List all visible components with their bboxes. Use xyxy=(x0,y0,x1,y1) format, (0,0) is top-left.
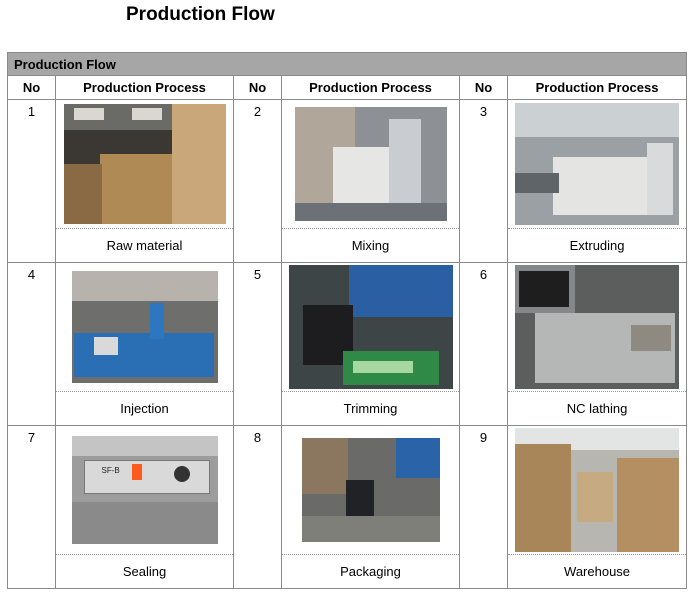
step-number: 3 xyxy=(459,99,508,263)
step-photo-cell xyxy=(281,99,460,229)
step-photo-cell xyxy=(55,99,234,229)
raw-material-photo xyxy=(63,104,226,224)
table-row: Raw material Mixing Extruding xyxy=(8,228,688,263)
process-header: Production Process xyxy=(55,75,234,100)
step-label: Trimming xyxy=(281,391,460,426)
trimming-photo xyxy=(288,265,453,389)
step-number: 5 xyxy=(233,262,282,426)
step-number: 8 xyxy=(233,425,282,589)
table-row: Injection Trimming NC lathing xyxy=(8,391,688,426)
no-header: No xyxy=(7,75,56,100)
process-header: Production Process xyxy=(281,75,460,100)
step-photo-cell xyxy=(281,425,460,555)
sealer-model-label: SF-B xyxy=(101,466,120,475)
production-flow-table: Production Flow No Production Process No… xyxy=(6,52,688,589)
process-header: Production Process xyxy=(506,75,688,100)
step-number: 9 xyxy=(459,425,508,589)
step-photo-cell xyxy=(506,262,688,392)
packaging-photo xyxy=(301,438,440,542)
step-label: Extruding xyxy=(506,228,688,263)
step-number: 4 xyxy=(7,262,56,426)
table-row: 1 2 3 xyxy=(7,99,688,263)
step-photo-cell xyxy=(281,262,460,392)
injection-photo xyxy=(71,271,218,383)
step-label: Sealing xyxy=(55,554,234,589)
step-label: Warehouse xyxy=(506,554,688,589)
section-header: Production Flow xyxy=(6,52,688,76)
page-title: Production Flow xyxy=(126,4,275,25)
step-photo-cell xyxy=(55,262,234,392)
step-label: NC lathing xyxy=(506,391,688,426)
step-number: 7 xyxy=(7,425,56,589)
step-label: Mixing xyxy=(281,228,460,263)
mixing-photo xyxy=(294,107,447,221)
step-number: 2 xyxy=(233,99,282,263)
step-label: Packaging xyxy=(281,554,460,589)
no-header: No xyxy=(459,75,508,100)
step-photo-cell xyxy=(506,425,688,555)
extruding-photo xyxy=(515,103,680,225)
warehouse-photo xyxy=(515,428,680,552)
nc-lathing-photo xyxy=(515,265,680,389)
section-header-row: Production Flow xyxy=(6,52,688,76)
step-number: 1 xyxy=(7,99,56,263)
step-number: 6 xyxy=(459,262,508,426)
step-photo-cell: SF-B xyxy=(55,425,234,555)
step-photo-cell xyxy=(506,99,688,229)
column-header-row: No Production Process No Production Proc… xyxy=(7,75,688,100)
table-row: 7 SF-B 8 9 xyxy=(7,425,688,589)
table-row: 4 5 6 xyxy=(7,262,688,426)
step-label: Raw material xyxy=(55,228,234,263)
no-header: No xyxy=(233,75,282,100)
step-label: Injection xyxy=(55,391,234,426)
sealing-photo: SF-B xyxy=(71,436,218,544)
table-row: Sealing Packaging Warehouse xyxy=(8,554,688,589)
